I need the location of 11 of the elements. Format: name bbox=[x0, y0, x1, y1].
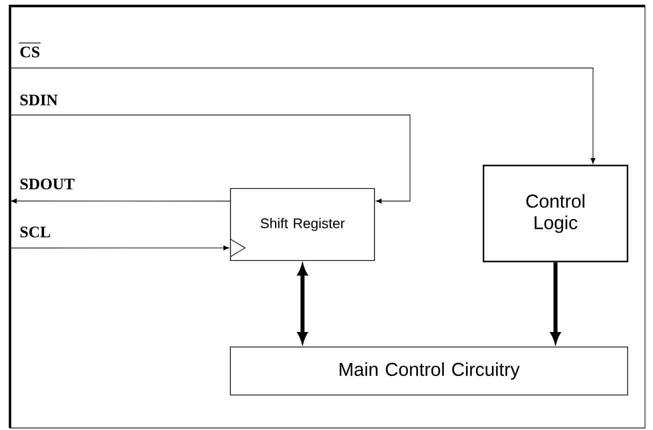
shift-register-box: Shift Register bbox=[230, 188, 375, 261]
signal-arrow bbox=[10, 68, 596, 164]
pin-label: SDOUT bbox=[20, 178, 74, 190]
signal-arrow bbox=[10, 246, 230, 250]
control-logic-box: Control Logic bbox=[482, 164, 628, 262]
main-circuitry-box: Main Control Circuitry bbox=[230, 346, 628, 396]
pin-label: SDIN bbox=[20, 94, 58, 106]
pin-label: SCL bbox=[20, 226, 50, 238]
signal-arrow bbox=[10, 198, 230, 204]
pin-label: CS bbox=[18, 42, 42, 58]
signal-arrow bbox=[10, 114, 410, 204]
